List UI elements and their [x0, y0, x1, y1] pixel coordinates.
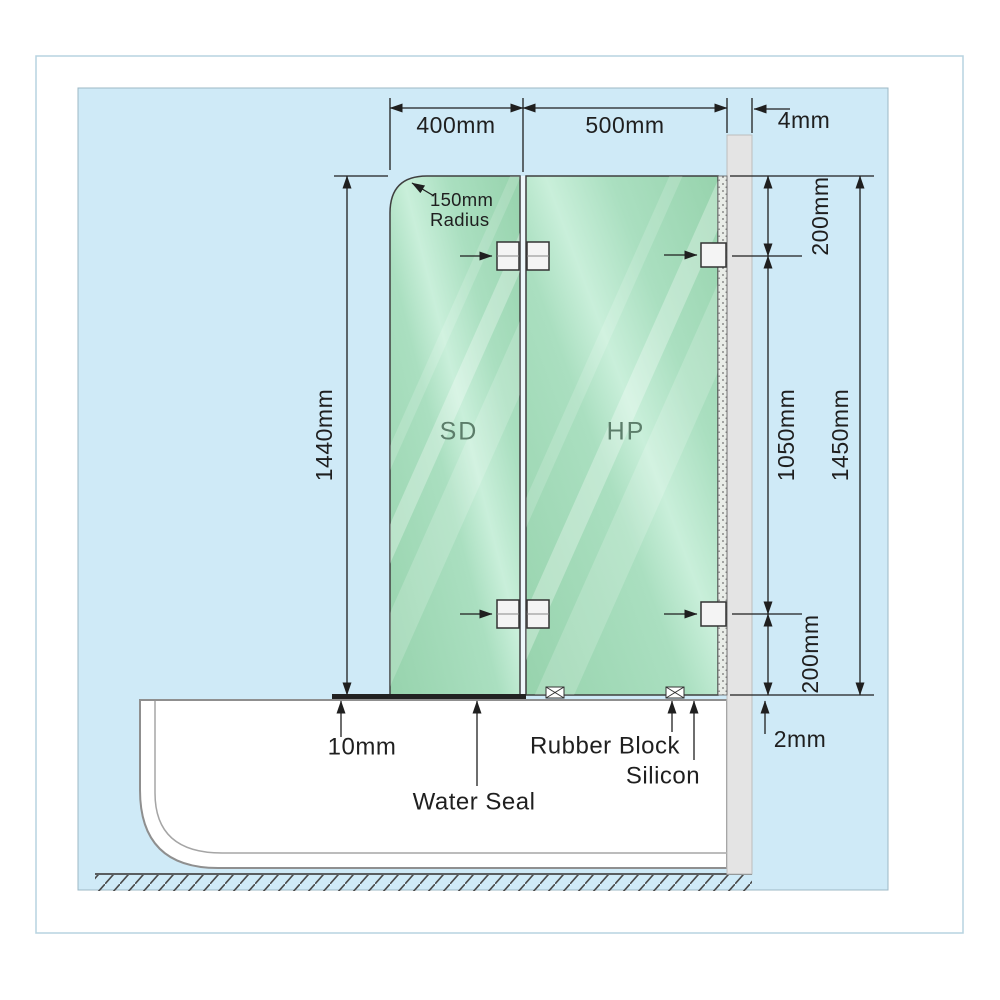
floor-hatch-fill — [95, 875, 752, 891]
panel-hp — [525, 175, 719, 696]
label-4mm: 4mm — [778, 107, 831, 133]
bathtub — [139, 699, 728, 869]
left-dimension: 1440mm — [311, 175, 388, 698]
panel-gap — [520, 176, 526, 695]
floor-hatch — [95, 873, 752, 891]
hinge-bottom — [496, 599, 550, 629]
top-dimensions: 400mm 500mm 4mm — [389, 98, 831, 172]
corner-radius-annotation: 150mm Radius — [411, 182, 493, 230]
label-10mm: 10mm — [328, 733, 397, 760]
radius-arrow — [411, 182, 435, 197]
water-seal-bar — [332, 694, 526, 699]
label-panel-sd: SD — [440, 418, 479, 446]
panel-sd — [389, 175, 521, 696]
label-radius-value: 150mm — [430, 189, 493, 210]
hardware-arrows — [460, 250, 698, 619]
bottom-annotations: 10mm Water Seal Rubber Block Silicon — [328, 700, 700, 815]
label-400mm: 400mm — [416, 112, 495, 138]
silicon-strip — [717, 175, 728, 696]
rubber-block-1 — [545, 686, 565, 699]
label-rubber-block: Rubber Block — [530, 732, 681, 759]
label-radius-word: Radius — [430, 209, 489, 230]
wall-bracket-bottom — [700, 601, 727, 627]
right-dimensions: 200mm 1050mm 1450mm 200mm 2mm — [730, 175, 874, 752]
label-200mm-top: 200mm — [807, 176, 833, 255]
panel-sd-reflections — [390, 176, 520, 695]
label-panel-hp: HP — [607, 418, 646, 446]
label-1050mm: 1050mm — [773, 389, 799, 481]
label-silicon: Silicon — [626, 762, 700, 789]
label-2mm: 2mm — [774, 726, 827, 752]
rubber-block-2 — [665, 686, 685, 699]
label-1440mm: 1440mm — [311, 389, 337, 481]
label-1450mm: 1450mm — [827, 389, 853, 481]
bathtub-inner-rim — [154, 701, 727, 854]
label-water-seal: Water Seal — [413, 788, 536, 815]
wall-strip — [726, 134, 753, 875]
hinge-top — [496, 241, 550, 271]
label-500mm: 500mm — [585, 112, 664, 138]
wall-bracket-top — [700, 242, 727, 268]
label-200mm-bottom: 200mm — [797, 614, 823, 693]
outer-frame — [35, 55, 964, 934]
